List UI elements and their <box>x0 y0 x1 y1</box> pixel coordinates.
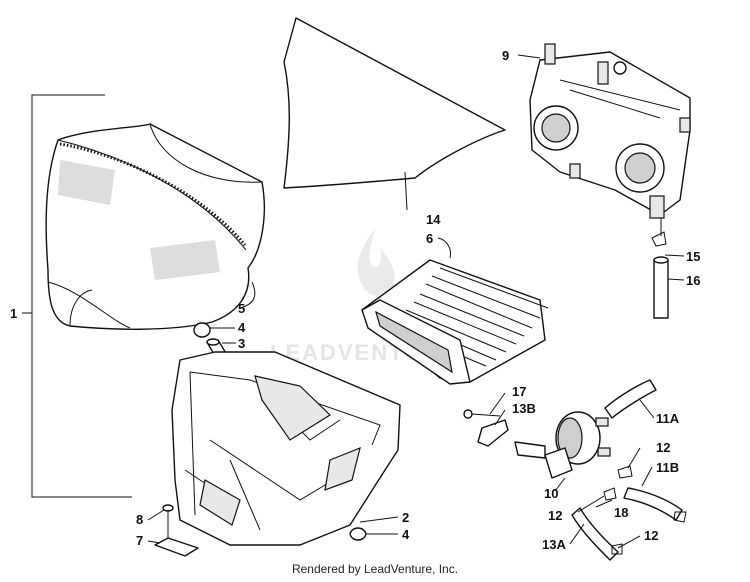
callout-18: 18 <box>614 505 628 520</box>
air-filter-sheet <box>283 17 506 189</box>
bracket-7 <box>154 537 199 557</box>
bolt-8 <box>162 504 174 538</box>
callout-7: 7 <box>136 533 143 548</box>
callout-15: 15 <box>686 249 700 264</box>
fuel-pump <box>514 411 611 479</box>
assembly-bracket <box>22 94 132 498</box>
grommet-4-lower <box>349 527 367 541</box>
callout-17: 17 <box>512 384 526 399</box>
footer-credit: Rendered by LeadVenture, Inc. <box>291 562 459 576</box>
clamp-12-set <box>603 465 687 555</box>
callout-16: 16 <box>686 273 700 288</box>
hose-11a <box>604 379 657 419</box>
callout-11a: 11A <box>656 411 680 426</box>
callout-13a: 13A <box>542 537 566 552</box>
callout-12-middle: 12 <box>548 508 562 523</box>
callout-12-upper: 12 <box>656 440 670 455</box>
callout-9: 9 <box>502 48 509 63</box>
callout-5: 5 <box>238 301 245 316</box>
grommet-4-upper <box>193 322 211 338</box>
intake-boot <box>361 259 549 385</box>
air-box-base <box>171 351 401 546</box>
callout-14: 14 <box>426 212 441 227</box>
leader-lines <box>147 54 685 549</box>
callout-labels: 1 2 3 4 4 5 6 7 8 9 10 11A 11B 12 12 12 … <box>10 48 700 552</box>
callout-2: 2 <box>402 510 409 525</box>
air-box-cover <box>45 123 265 330</box>
callout-4-upper: 4 <box>238 320 246 335</box>
hose-11b <box>623 487 683 521</box>
callout-12-lower: 12 <box>644 528 658 543</box>
callout-4-lower: 4 <box>402 527 410 542</box>
callout-11b: 11B <box>656 460 679 475</box>
callout-10: 10 <box>544 486 558 501</box>
callout-6: 6 <box>426 231 433 246</box>
hose-13a <box>571 507 619 561</box>
bracket-13b <box>477 419 509 447</box>
callout-1: 1 <box>10 306 17 321</box>
vent-hose-16 <box>653 218 669 319</box>
callout-13b: 13B <box>512 401 536 416</box>
callout-3: 3 <box>238 336 245 351</box>
hose-clamp-15 <box>651 231 667 247</box>
callout-8: 8 <box>136 512 143 527</box>
screw-17 <box>463 409 501 419</box>
carburetor-assembly <box>529 43 691 219</box>
